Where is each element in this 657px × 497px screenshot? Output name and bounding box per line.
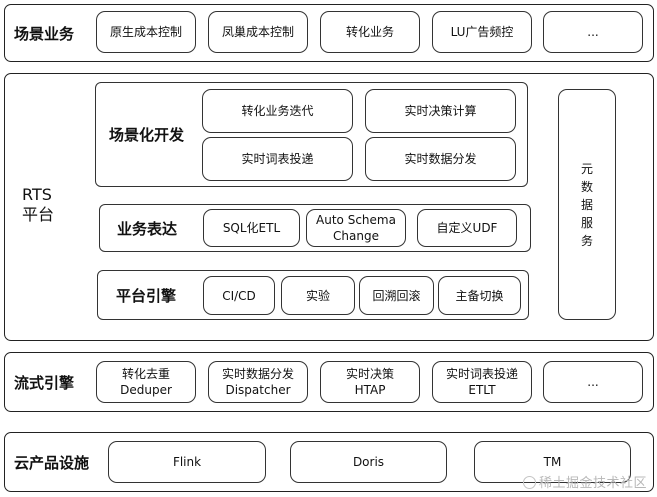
platform-engine-experiment: 实验	[281, 276, 355, 315]
scene-item-native-cost: 原生成本控制	[96, 11, 196, 53]
scene-item-conversion: 转化业务	[320, 11, 420, 53]
platform-engine-cicd: CI/CD	[203, 276, 275, 315]
scene-dev-conversion-iter: 转化业务迭代	[202, 89, 353, 133]
business-expr-custom-udf: 自定义UDF	[417, 209, 517, 247]
stream-engine-deduper-line1: 转化去重	[121, 367, 170, 381]
stream-engine-etlt-line1: 实时词表投递	[445, 367, 518, 381]
business-expr-custom-udf-label: 自定义UDF	[436, 221, 498, 235]
rts-title-line1: RTS	[22, 185, 52, 204]
platform-engine-title: 平台引擎	[116, 286, 177, 305]
business-expr-sql-etl-label: SQL化ETL	[222, 221, 281, 235]
stream-engine-etlt: 实时词表投递 ETLT	[432, 361, 532, 403]
stream-engine-htap-line2: HTAP	[354, 383, 386, 397]
stream-engine-more-label: ...	[587, 375, 599, 389]
watermark-text: 稀土掘金技术社区	[538, 476, 647, 491]
platform-engine-backtrack-rollback: 回溯回滚	[359, 276, 434, 315]
business-expr-auto-schema-line1: Auto Schema	[316, 213, 396, 227]
stream-engine-etlt-line2: ETLT	[468, 383, 496, 397]
scene-item-fengchao-cost: 凤巢成本控制	[208, 11, 308, 53]
cloud-infra-flink: Flink	[108, 441, 266, 483]
rts-platform-title: RTS 平台	[22, 185, 54, 225]
scene-dev-realtime-wordlist: 实时词表投递	[202, 137, 353, 181]
business-expr-title: 业务表达	[117, 219, 178, 238]
rts-title-line2: 平台	[22, 205, 55, 224]
cloud-infra-title: 云产品设施	[14, 453, 90, 472]
watermark: 稀土掘金技术社区	[522, 472, 647, 491]
stream-engine-htap-line1: 实时决策	[345, 367, 394, 381]
business-expr-sql-etl: SQL化ETL	[203, 209, 300, 247]
stream-engine-more: ...	[543, 361, 643, 403]
metadata-service: 元 数 据 服 务	[558, 89, 616, 320]
scene-dev-title: 场景化开发	[109, 126, 185, 144]
stream-engine-title: 流式引擎	[14, 373, 75, 392]
stream-engine-deduper: 转化去重 Deduper	[96, 361, 196, 403]
scene-dev-realtime-decision: 实时决策计算	[365, 89, 516, 133]
metadata-char-5: 务	[580, 233, 593, 248]
business-expr-auto-schema: Auto Schema Change	[306, 209, 406, 247]
stream-engine-dispatcher: 实时数据分发 Dispatcher	[208, 361, 308, 403]
scene-item-lu-ad-freq: LU广告频控	[432, 11, 532, 53]
metadata-char-1: 元	[580, 161, 593, 176]
stream-engine-dispatcher-line1: 实时数据分发	[221, 367, 294, 381]
juejin-logo-icon	[522, 476, 536, 489]
metadata-char-3: 据	[580, 197, 593, 212]
stream-engine-dispatcher-line2: Dispatcher	[225, 383, 291, 397]
business-expr-auto-schema-line2: Change	[333, 229, 379, 243]
scene-item-more: ...	[543, 11, 643, 53]
cloud-infra-doris: Doris	[290, 441, 447, 483]
platform-engine-failover: 主备切换	[438, 276, 521, 315]
cloud-infra-tm: TM	[474, 441, 631, 483]
scene-dev-realtime-data-dist: 实时数据分发	[365, 137, 516, 181]
metadata-char-2: 数	[580, 179, 593, 194]
metadata-char-4: 服	[580, 215, 593, 230]
scene-business-title: 场景业务	[14, 24, 75, 43]
stream-engine-htap: 实时决策 HTAP	[320, 361, 420, 403]
stream-engine-deduper-line2: Deduper	[120, 383, 172, 397]
